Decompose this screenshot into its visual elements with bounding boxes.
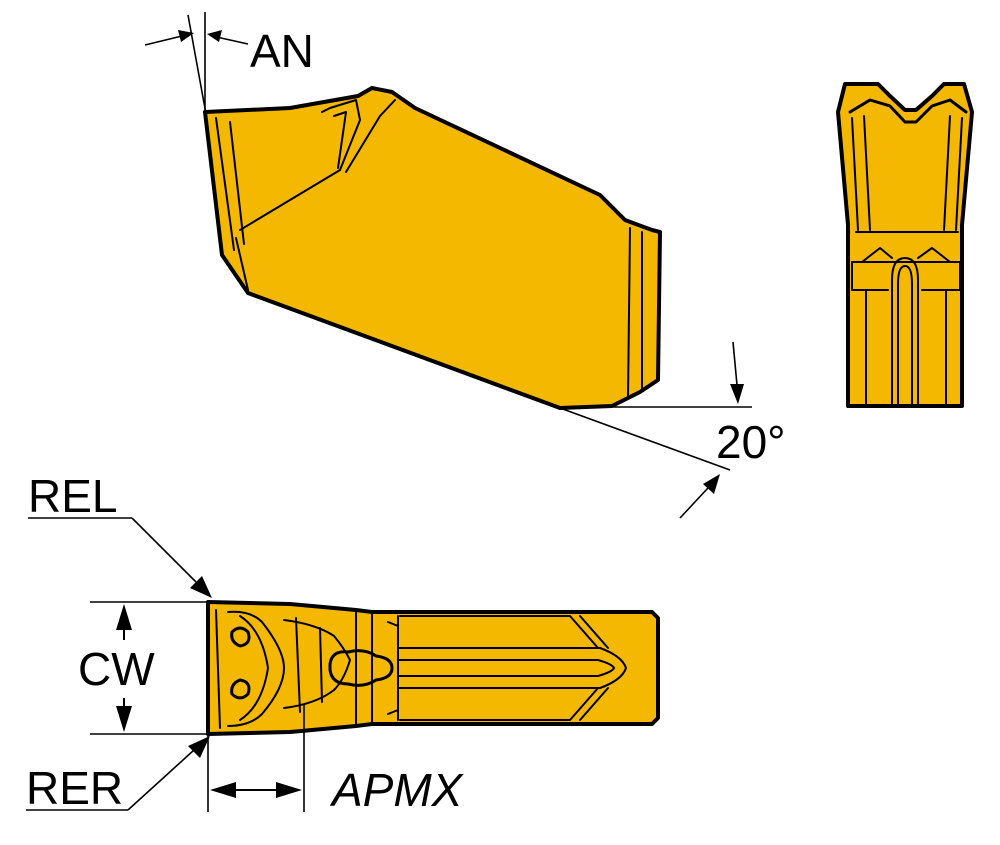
apmx-label: APMX (329, 764, 465, 816)
apmx-arrow-right-head (276, 782, 302, 798)
top-view-shank-groove (397, 647, 627, 689)
top-view-body (206, 600, 660, 736)
insert-front-view (836, 82, 974, 408)
top-view-shank-ridges (355, 611, 399, 725)
insert-top-view (206, 600, 660, 736)
top-view-shank-bevels (399, 615, 609, 721)
rel-label: REL (28, 470, 117, 522)
angle-arrow-top-shaft (732, 341, 738, 386)
angle-arrow-bottom-shaft (679, 487, 709, 519)
front-view-chamfers (851, 247, 961, 405)
an-arrow-left-shaft (144, 35, 183, 46)
angle-inclined-extension (559, 407, 731, 471)
side-view-facet-bottom (235, 237, 249, 291)
side-view-facet-ridge (345, 99, 396, 173)
side-view-facet-top (239, 99, 361, 231)
rel-arrow-head (190, 576, 212, 598)
side-view-body (203, 86, 662, 410)
an-reference-line-inclined (187, 14, 207, 115)
cw-arrow-bottom-head (116, 706, 132, 732)
rel-leader-line (131, 517, 197, 583)
front-view-top-notch (848, 98, 968, 124)
rer-arrow-head (188, 736, 210, 758)
top-view-cutting-head (215, 609, 285, 729)
angle-dimension: 20° (559, 341, 786, 519)
apmx-dimension: APMX (207, 704, 465, 816)
rer-leader: RER (26, 736, 210, 814)
angle-label: 20° (716, 416, 786, 468)
top-view-neck (283, 617, 351, 713)
rer-label: RER (26, 762, 123, 814)
cw-dimension: CW (78, 601, 208, 735)
front-view-groove (891, 257, 919, 407)
insert-side-view (203, 86, 662, 410)
angle-arrow-bottom-head (703, 474, 720, 494)
front-view-body (836, 82, 974, 408)
side-view-facet-left (215, 117, 245, 251)
an-arrow-left-head (178, 30, 194, 42)
top-view-chip-groove-tip (328, 649, 394, 687)
cw-label: CW (78, 643, 155, 695)
rel-leader: REL (28, 470, 212, 598)
an-dimension: AN (144, 12, 314, 115)
apmx-arrow-left-head (210, 782, 236, 798)
angle-arrow-top-head (730, 384, 744, 404)
an-label: AN (250, 25, 314, 77)
an-arrow-right-head (207, 30, 222, 42)
cw-arrow-top-head (116, 604, 132, 630)
rer-leader-line (127, 749, 195, 811)
front-view-edge-lines (851, 115, 963, 263)
top-view-chip-breaker-lower (230, 626, 251, 700)
side-view-facet-right (627, 227, 643, 399)
